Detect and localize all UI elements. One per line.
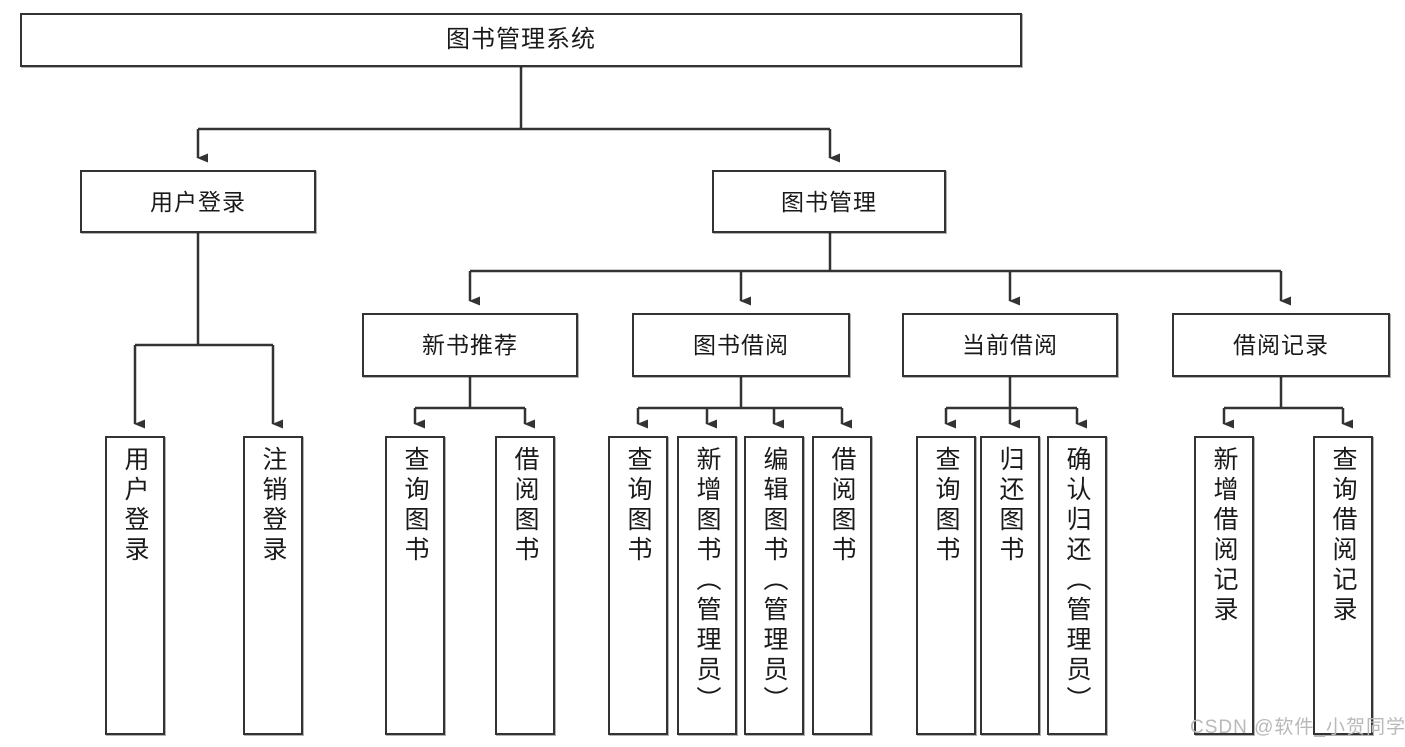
leaf-book-borrow-edit[interactable]: 编辑图书（管理员） — [744, 436, 804, 735]
leaf-borrow-record-query[interactable]: 查询借阅记录 — [1313, 436, 1373, 735]
node-label: 借阅图书 — [511, 446, 539, 566]
node-label: 确认归还（管理员） — [1063, 446, 1091, 716]
leaf-current-borrow-return[interactable]: 归还图书 — [980, 436, 1040, 735]
leaf-new-book-query[interactable]: 查询图书 — [385, 436, 445, 735]
node-label: 当前借阅 — [962, 332, 1058, 358]
node-label: 用户登录 — [150, 188, 246, 215]
node-label: 图书管理系统 — [446, 26, 596, 53]
node-label: 新增图书（管理员） — [693, 446, 721, 716]
leaf-book-borrow-query[interactable]: 查询图书 — [608, 436, 668, 735]
leaf-new-book-borrow[interactable]: 借阅图书 — [495, 436, 555, 735]
node-label: 新书推荐 — [422, 332, 518, 358]
leaf-book-borrow-borrow[interactable]: 借阅图书 — [812, 436, 872, 735]
node-label: 归还图书 — [996, 446, 1024, 566]
node-label: 编辑图书（管理员） — [760, 446, 788, 716]
node-current-borrow[interactable]: 当前借阅 — [902, 313, 1118, 377]
node-label: 注销登录 — [259, 446, 287, 566]
node-new-book-recommend[interactable]: 新书推荐 — [362, 313, 578, 377]
node-label: 图书借阅 — [693, 332, 789, 358]
node-label: 新增借阅记录 — [1210, 446, 1238, 626]
node-root-system[interactable]: 图书管理系统 — [20, 13, 1022, 67]
node-label: 查询借阅记录 — [1329, 446, 1357, 626]
node-borrow-record[interactable]: 借阅记录 — [1172, 313, 1390, 377]
node-user-login[interactable]: 用户登录 — [80, 170, 316, 233]
node-label: 借阅记录 — [1233, 332, 1329, 358]
node-label: 查询图书 — [401, 446, 429, 566]
leaf-book-borrow-add[interactable]: 新增图书（管理员） — [677, 436, 737, 735]
leaf-borrow-record-add[interactable]: 新增借阅记录 — [1194, 436, 1254, 735]
leaf-user-login-logout[interactable]: 注销登录 — [243, 436, 303, 735]
node-book-borrow[interactable]: 图书借阅 — [632, 313, 850, 377]
node-label: 用户登录 — [121, 446, 149, 566]
leaf-current-borrow-confirm-return[interactable]: 确认归还（管理员） — [1047, 436, 1107, 735]
watermark: CSDN @软件_小贺同学 — [1190, 717, 1405, 738]
node-label: 查询图书 — [932, 446, 960, 566]
node-label: 借阅图书 — [828, 446, 856, 566]
node-label: 图书管理 — [781, 188, 877, 215]
leaf-current-borrow-query[interactable]: 查询图书 — [916, 436, 976, 735]
node-book-management[interactable]: 图书管理 — [712, 170, 946, 233]
leaf-user-login-login[interactable]: 用户登录 — [105, 436, 165, 735]
node-label: 查询图书 — [624, 446, 652, 566]
